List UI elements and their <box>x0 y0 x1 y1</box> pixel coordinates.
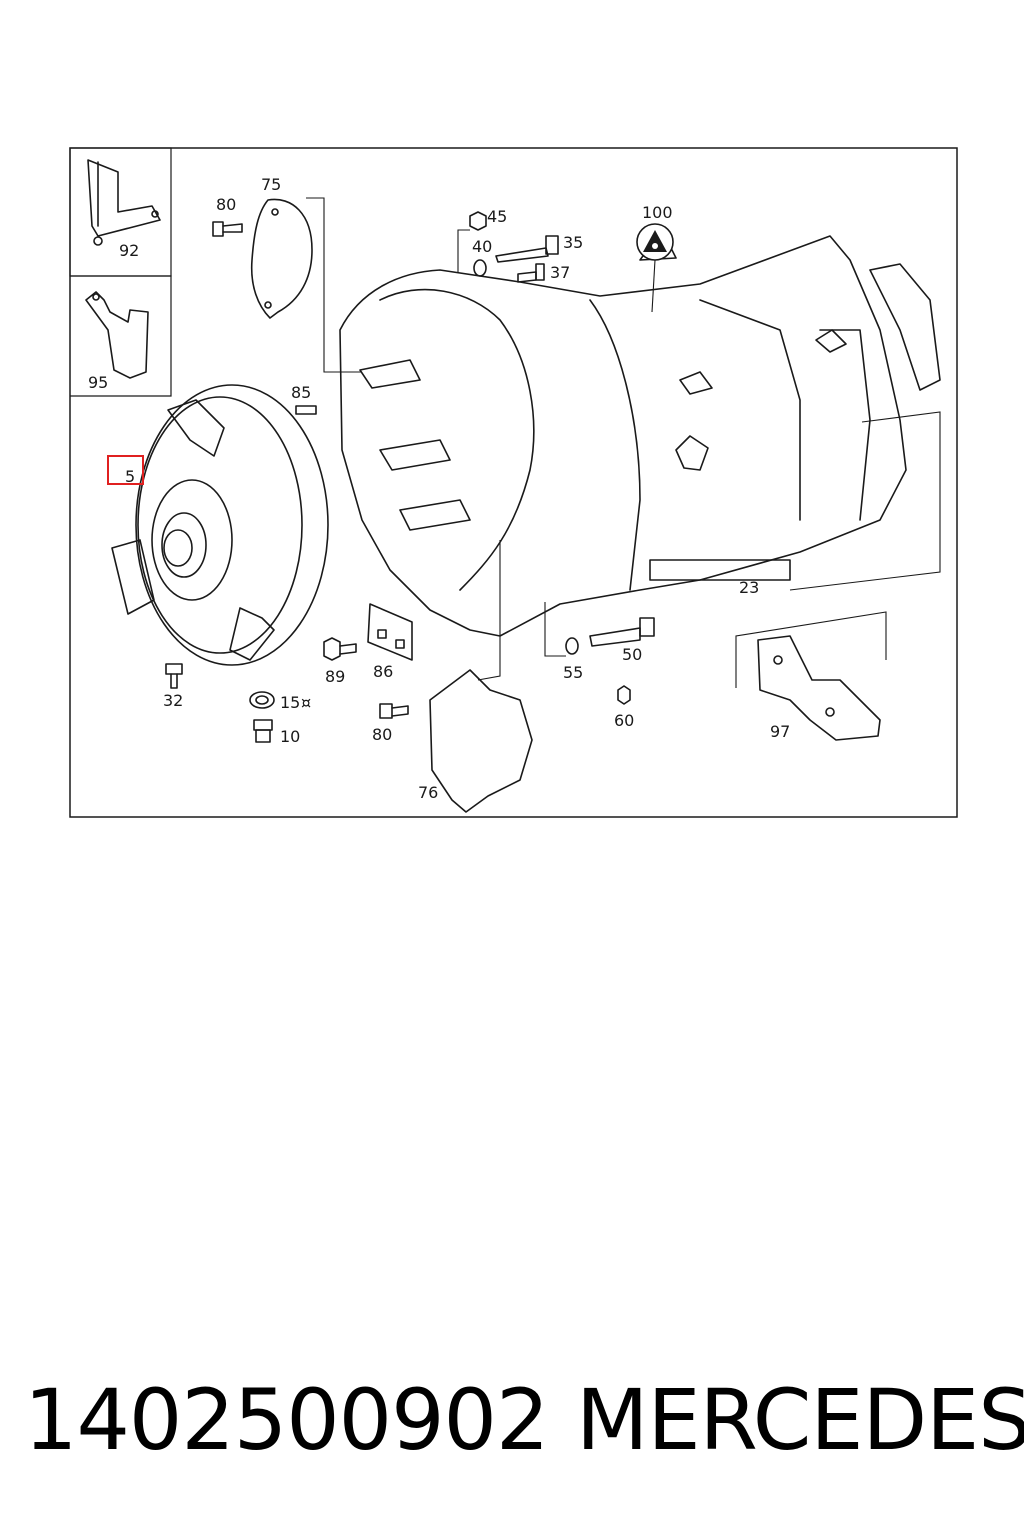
callout-40: 40 <box>472 237 492 256</box>
callout-55: 55 <box>563 663 583 682</box>
part-75-cover <box>250 198 313 319</box>
callout-80-bottom: 80 <box>372 725 392 744</box>
leader-100 <box>651 259 656 313</box>
bolt-89 <box>323 637 357 661</box>
callout-60: 60 <box>614 711 634 730</box>
bolt-80-top <box>212 221 243 237</box>
plate-86 <box>367 603 413 661</box>
callout-37: 37 <box>550 263 570 282</box>
callout-23: 23 <box>739 578 759 597</box>
callout-5: 5 <box>125 467 135 486</box>
callout-15-symbol: ¤ <box>301 693 311 712</box>
icon-100-triangle <box>636 223 674 261</box>
bolt-32 <box>165 663 183 689</box>
part-95-bracket <box>85 291 149 379</box>
callout-97: 97 <box>770 722 790 741</box>
callout-45: 45 <box>487 207 507 226</box>
callout-75: 75 <box>261 175 281 194</box>
callout-32: 32 <box>163 691 183 710</box>
leader-75 <box>306 197 362 373</box>
seal-15 <box>249 691 275 709</box>
pin-85 <box>295 405 317 415</box>
callout-50: 50 <box>622 645 642 664</box>
torque-converter-part-5 <box>111 384 329 666</box>
leader-97 <box>735 611 887 688</box>
inset-box-95 <box>70 275 172 397</box>
leader-76 <box>477 540 501 681</box>
bolt-50 <box>589 617 655 647</box>
plug-10 <box>253 719 273 743</box>
mount-97 <box>757 635 881 741</box>
callout-95: 95 <box>88 373 108 392</box>
brand-name: MERCEDES <box>576 1371 1024 1469</box>
callout-76: 76 <box>418 783 438 802</box>
leader-23-bracket <box>789 411 941 591</box>
part-92-bracket <box>87 159 161 246</box>
callout-86: 86 <box>373 662 393 681</box>
transmission-housing <box>339 229 941 637</box>
leader-45-40 <box>457 229 470 272</box>
callout-85: 85 <box>291 383 311 402</box>
callout-35: 35 <box>563 233 583 252</box>
callout-80-top: 80 <box>216 195 236 214</box>
callout-10: 10 <box>280 727 300 746</box>
callout-100: 100 <box>642 203 673 222</box>
diagram-frame <box>69 147 958 818</box>
callout-92: 92 <box>119 241 139 260</box>
highlight-box-5 <box>107 455 144 485</box>
cover-76 <box>429 669 533 813</box>
hardware-45-40-35-37 <box>469 211 559 283</box>
nut-60 <box>617 685 631 705</box>
callout-15: 15 <box>280 693 300 712</box>
bolt-80-bottom <box>379 703 409 719</box>
part-number: 1402500902 <box>24 1371 549 1469</box>
washer-55 <box>565 637 579 655</box>
leader-55-50 <box>544 602 566 657</box>
callout-89: 89 <box>325 667 345 686</box>
